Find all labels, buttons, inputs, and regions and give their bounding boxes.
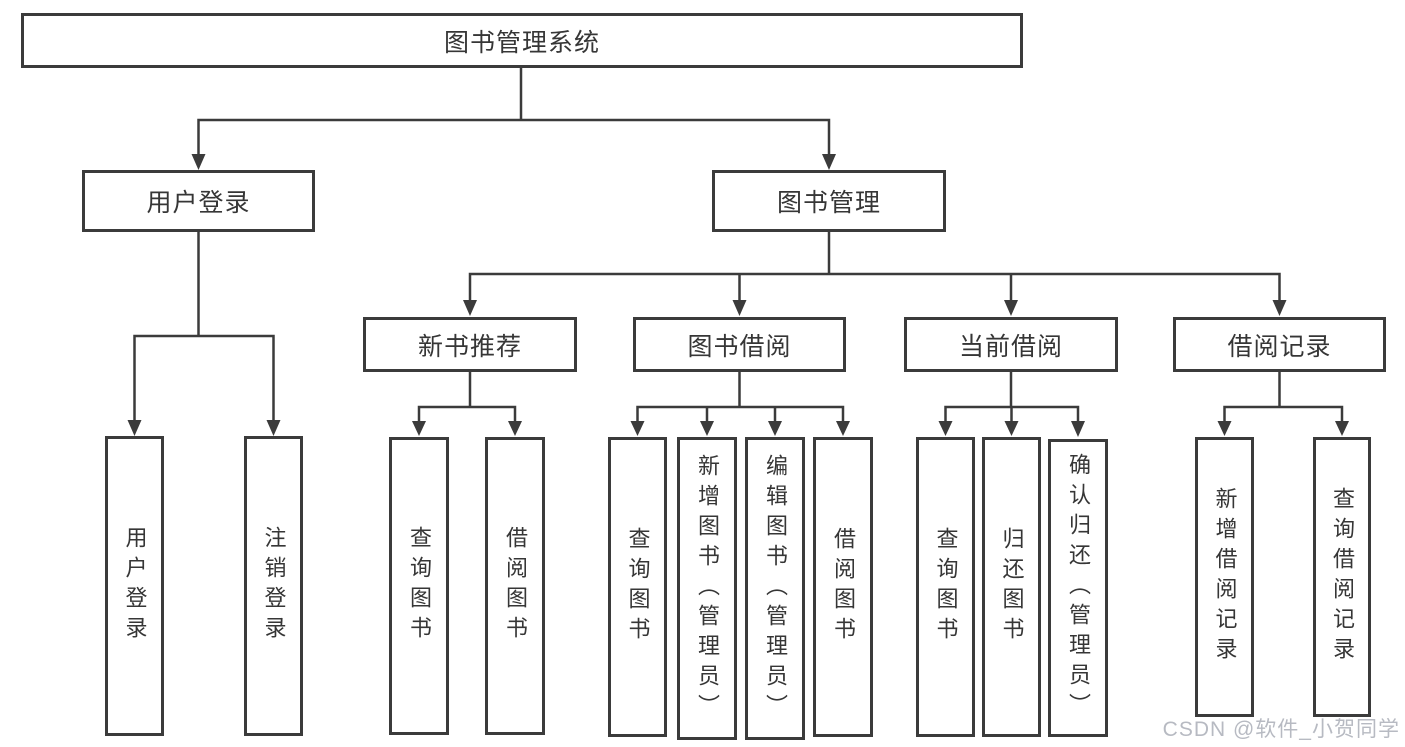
node-label: 借阅图书 bbox=[503, 526, 528, 646]
node-label: 借阅图书 bbox=[831, 527, 856, 647]
node-label: 用户登录 bbox=[146, 189, 251, 217]
node-label: 新增图书（管理员） bbox=[695, 453, 720, 724]
node-label: 查询图书 bbox=[625, 527, 651, 647]
arrowhead bbox=[732, 300, 747, 316]
node-label: 图书管理 bbox=[776, 189, 881, 217]
node-br-query-record: 查询借阅记录 bbox=[1313, 437, 1371, 717]
node-label: 注销登录 bbox=[261, 526, 287, 646]
node-label: 查询图书 bbox=[407, 526, 432, 646]
arrowhead bbox=[191, 154, 206, 170]
node-bb-edit-book-admin: 编辑图书（管理员） bbox=[745, 437, 805, 740]
node-label: 查询图书 bbox=[933, 527, 959, 647]
arrowhead bbox=[463, 300, 477, 316]
arrowhead bbox=[768, 421, 782, 436]
node-user-login-group: 用户登录 bbox=[82, 170, 315, 232]
arrowhead bbox=[266, 420, 281, 436]
arrowhead bbox=[700, 421, 714, 436]
arrowhead bbox=[1004, 300, 1018, 316]
node-label: 当前借阅 bbox=[958, 332, 1063, 361]
node-br-add-record: 新增借阅记录 bbox=[1195, 437, 1254, 717]
node-label: 新增借阅记录 bbox=[1212, 487, 1238, 667]
node-user-login: 用户登录 bbox=[105, 436, 164, 736]
node-label: 图书借阅 bbox=[687, 332, 792, 361]
node-bb-borrow-book: 借阅图书 bbox=[813, 437, 873, 737]
arrowhead bbox=[127, 420, 142, 436]
node-new-book-recommend: 新书推荐 bbox=[363, 317, 577, 372]
arrowhead bbox=[412, 421, 426, 436]
node-bb-add-book-admin: 新增图书（管理员） bbox=[677, 437, 737, 740]
node-label: 新书推荐 bbox=[417, 332, 522, 361]
arrowhead bbox=[938, 421, 953, 436]
node-label: 编辑图书（管理员） bbox=[763, 453, 788, 724]
arrowhead bbox=[1217, 421, 1232, 436]
node-borrow-record: 借阅记录 bbox=[1173, 317, 1386, 372]
node-cb-return-book: 归还图书 bbox=[982, 437, 1041, 737]
connector-user-login-group bbox=[127, 230, 281, 436]
node-book-borrow: 图书借阅 bbox=[633, 317, 846, 372]
arrowhead bbox=[508, 421, 522, 436]
connector-book-mgmt-to-level3 bbox=[463, 230, 1287, 316]
watermark: CSDN @软件_小贺同学 bbox=[1162, 718, 1400, 741]
connector-borrow-record bbox=[1217, 370, 1349, 436]
arrowhead bbox=[630, 421, 645, 436]
arrowhead bbox=[1335, 421, 1349, 436]
node-bb-query-book: 查询图书 bbox=[608, 437, 667, 737]
node-library-management-system: 图书管理系统 bbox=[21, 13, 1023, 68]
arrowhead bbox=[1272, 300, 1287, 316]
connector-root-to-level2 bbox=[191, 66, 836, 170]
arrowhead bbox=[822, 154, 836, 170]
node-label: 借阅记录 bbox=[1227, 332, 1332, 361]
connector-current-borrow bbox=[938, 370, 1085, 437]
node-label: 查询借阅记录 bbox=[1330, 487, 1355, 667]
node-label: 确认归还（管理员） bbox=[1066, 453, 1091, 723]
node-label: 归还图书 bbox=[999, 527, 1025, 647]
node-book-management-group: 图书管理 bbox=[712, 170, 946, 232]
arrowhead bbox=[1071, 421, 1085, 437]
node-nbr-borrow-book: 借阅图书 bbox=[485, 437, 545, 735]
connector-new-book-rec bbox=[412, 370, 522, 436]
connector-book-borrow bbox=[630, 370, 850, 436]
node-logout-login: 注销登录 bbox=[244, 436, 303, 736]
node-label: 图书管理系统 bbox=[443, 28, 600, 57]
node-label: 用户登录 bbox=[122, 526, 148, 646]
node-nbr-query-book: 查询图书 bbox=[389, 437, 449, 735]
node-cb-confirm-return-admin: 确认归还（管理员） bbox=[1048, 439, 1108, 737]
node-cb-query-book: 查询图书 bbox=[916, 437, 975, 737]
arrowhead bbox=[1004, 421, 1019, 436]
arrowhead bbox=[836, 421, 850, 436]
node-current-borrow: 当前借阅 bbox=[904, 317, 1118, 372]
